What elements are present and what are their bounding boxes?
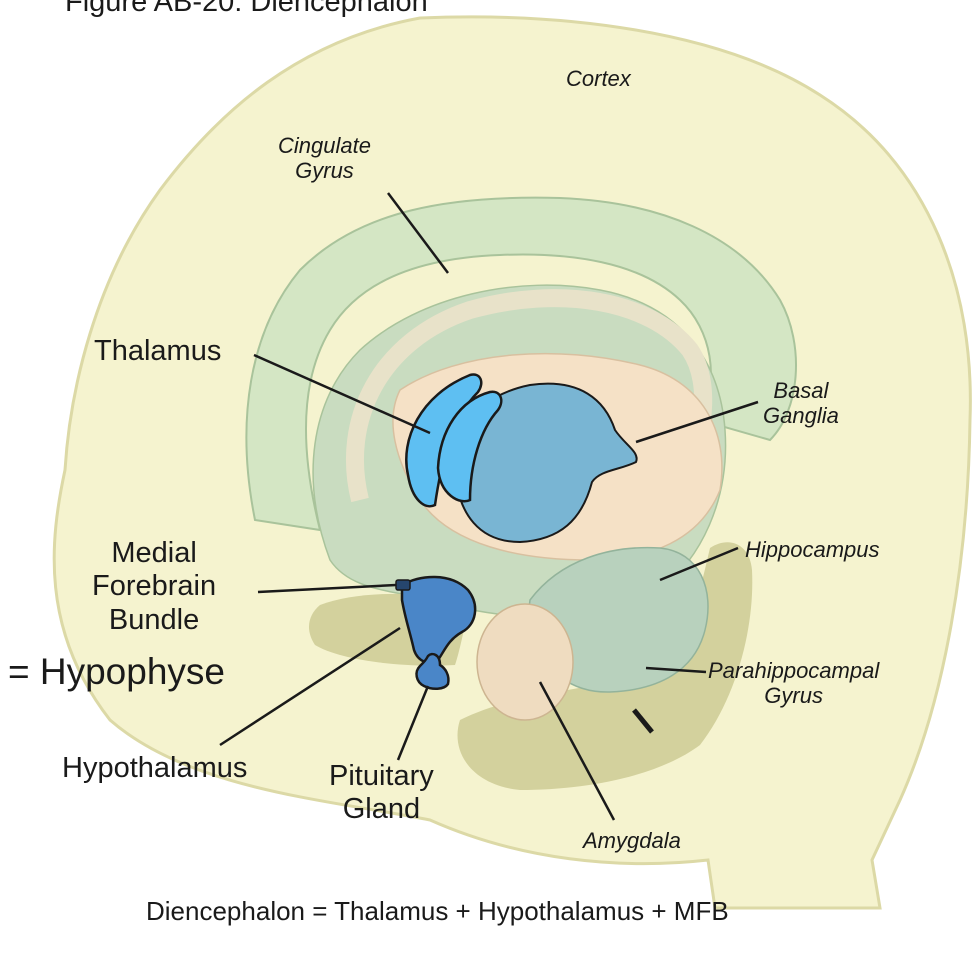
pituitary-line1: Pituitary <box>329 760 434 793</box>
cingulate-gyrus-line1: Cingulate <box>278 133 371 158</box>
basal-ganglia-line1: Basal <box>763 378 839 403</box>
parahippocampal-line1: Parahippocampal <box>708 658 879 683</box>
figure-title: Figure AB-20: Diencephalon <box>65 0 428 19</box>
cortex-label: Cortex <box>566 66 631 91</box>
thalamus-label: Thalamus <box>94 335 221 368</box>
hypothalamus-label: Hypothalamus <box>62 752 247 785</box>
mfb-line1: Medial <box>92 537 216 570</box>
basal-ganglia-line2: Ganglia <box>763 403 839 428</box>
amygdala-label: Amygdala <box>583 828 681 853</box>
cingulate-gyrus-line2: Gyrus <box>278 158 371 183</box>
parahippocampal-line2: Gyrus <box>708 683 879 708</box>
pituitary-line2: Gland <box>329 793 434 826</box>
pituitary-gland-label: Pituitary Gland <box>329 760 434 827</box>
mfb-line3: Bundle <box>92 604 216 637</box>
mfb-line2: Forebrain <box>92 570 216 603</box>
mfb-marker <box>396 580 410 590</box>
hippocampus-label: Hippocampus <box>745 537 880 562</box>
medial-forebrain-bundle-label: Medial Forebrain Bundle <box>92 537 216 637</box>
hypophyse-annotation: = Hypophyse <box>8 651 225 694</box>
parahippocampal-gyrus-label: Parahippocampal Gyrus <box>708 658 879 709</box>
figure-caption: Diencephalon = Thalamus + Hypothalamus +… <box>146 897 729 927</box>
cingulate-gyrus-label: Cingulate Gyrus <box>278 133 371 184</box>
amygdala-region <box>477 604 573 720</box>
basal-ganglia-label: Basal Ganglia <box>763 378 839 429</box>
